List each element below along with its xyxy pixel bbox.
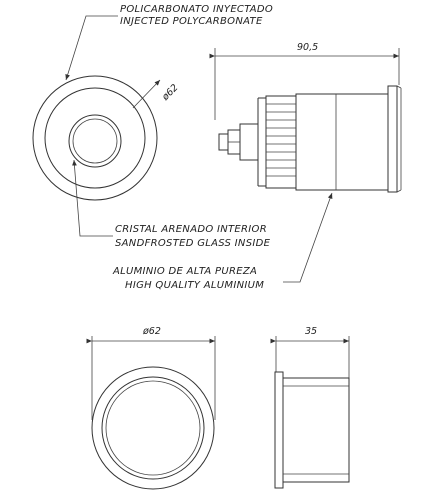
cable-end bbox=[218, 133, 229, 151]
trim-outer-ring bbox=[91, 366, 215, 490]
glass-lens-inner bbox=[72, 118, 118, 164]
outer-ring bbox=[32, 75, 158, 201]
glass-label-en: SANDFROSTED GLASS INSIDE bbox=[115, 238, 271, 249]
front-diameter-dimension: ø62 bbox=[132, 79, 180, 109]
front-view bbox=[32, 75, 158, 201]
trim-diameter-label: ø62 bbox=[142, 326, 161, 337]
glass-lens bbox=[68, 114, 122, 168]
trim-opening bbox=[101, 376, 205, 480]
aluminium-body bbox=[295, 93, 389, 191]
glass-leader bbox=[72, 159, 113, 237]
aluminium-label-es: ALUMINIO DE ALTA PUREZA bbox=[112, 266, 257, 277]
housing-label-es: POLICARBONATO INYECTADO bbox=[120, 4, 273, 15]
aluminium-label-en: HIGH QUALITY ALUMINIUM bbox=[125, 280, 264, 291]
front-diameter-label: ø62 bbox=[159, 82, 180, 103]
outer-ring-inner-edge bbox=[44, 87, 146, 189]
housing-label-en: INJECTED POLYCARBONATE bbox=[120, 16, 263, 27]
trim-body bbox=[282, 377, 350, 483]
housing-leader bbox=[65, 15, 118, 81]
trim-flange bbox=[274, 371, 284, 489]
glass-label-es: CRISTAL ARENADO INTERIOR bbox=[115, 224, 267, 235]
trim-depth-label: 35 bbox=[305, 326, 317, 337]
flange bbox=[387, 85, 398, 193]
side-view: 90,5 bbox=[209, 42, 402, 193]
cable-gland bbox=[239, 123, 259, 161]
trim-front-view: ø62 bbox=[86, 326, 216, 490]
trim-opening-inner bbox=[105, 380, 201, 476]
trim-side-view: 35 bbox=[270, 326, 350, 489]
heat-fins bbox=[265, 95, 297, 189]
length-label: 90,5 bbox=[297, 42, 318, 53]
aluminium-leader bbox=[283, 192, 333, 283]
